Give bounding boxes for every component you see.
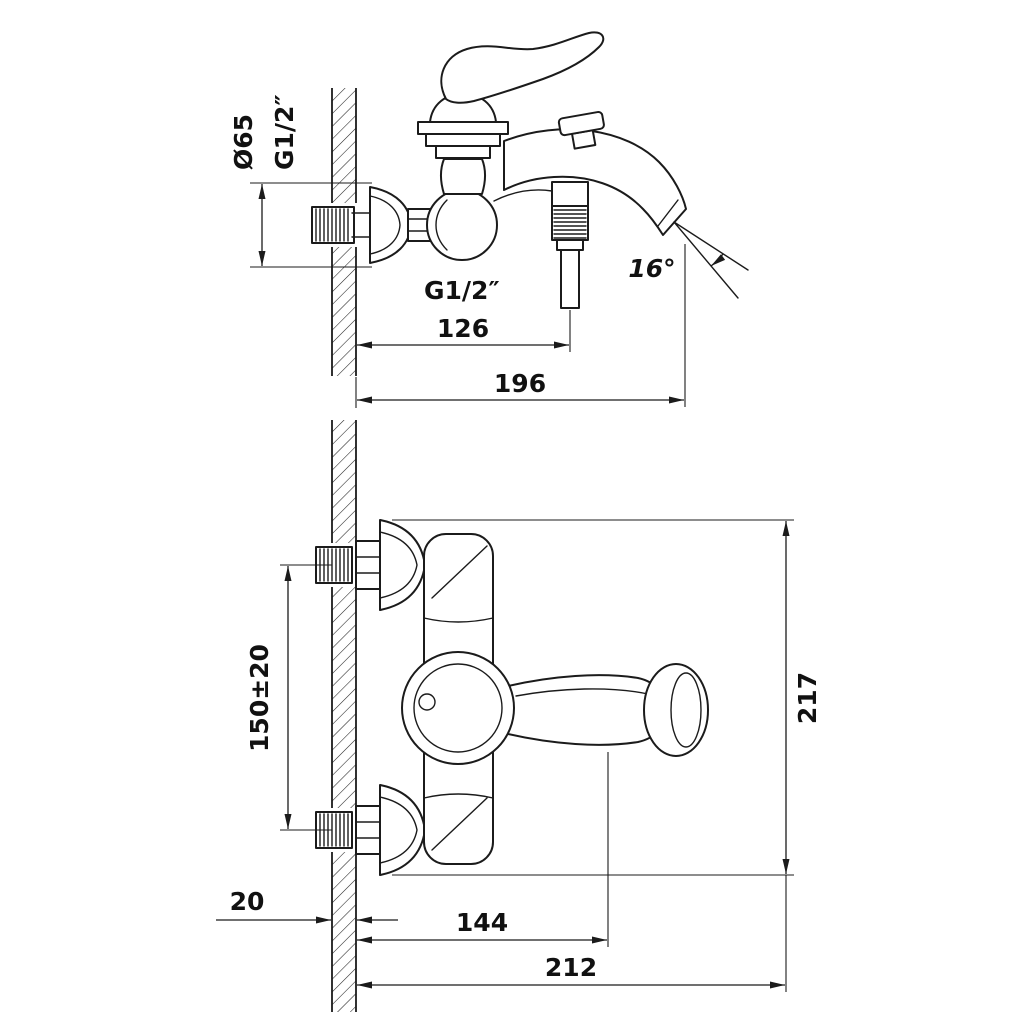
dim-handle-reach: 144	[357, 752, 609, 947]
escutcheon-side	[369, 186, 431, 264]
faucet-body-side	[417, 92, 509, 261]
side-view: Ø65 G1/2″ G1/2″ 126 196 16°	[229, 31, 749, 408]
dim-connection-spacing: 150±20	[245, 564, 332, 831]
upper-connection	[312, 519, 426, 611]
dim-overall-height: 217	[392, 519, 822, 876]
dim-label-hose-offset: 126	[437, 314, 489, 343]
dim-label-hose-thread: G1/2″	[424, 276, 500, 305]
spout	[493, 128, 687, 236]
dim-label-wall-thickness: 20	[230, 887, 265, 916]
dim-overall-reach: 212	[357, 875, 787, 992]
dim-label-flange-diameter: Ø65	[229, 114, 258, 170]
dim-flange: Ø65 G1/2″	[229, 94, 372, 268]
dim-label-wall-thread: G1/2″	[270, 94, 299, 170]
dim-spout-reach: 196	[355, 244, 686, 408]
wall-section-front	[331, 420, 357, 1012]
hose-outlet-pipe	[551, 181, 589, 309]
cartridge-housing	[401, 651, 515, 765]
lever-handle-front	[507, 663, 709, 757]
screw-detail	[418, 693, 436, 711]
dim-label-spout-angle: 16°	[628, 254, 675, 283]
dim-label-overall-height: 217	[793, 672, 822, 724]
diverter-knob	[557, 110, 605, 150]
aerator-line	[657, 199, 679, 227]
dim-label-spout-reach: 196	[494, 369, 546, 398]
front-view: 150±20 217 20 144 212	[216, 420, 822, 1012]
dim-label-connection-spacing: 150±20	[245, 644, 274, 752]
dim-label-overall-reach: 212	[545, 953, 597, 982]
dim-hose-offset: 126	[357, 310, 571, 352]
lever-handle-side	[440, 31, 605, 104]
handle-end-cap	[643, 663, 709, 757]
wall-connector-side	[308, 203, 371, 247]
dim-spout-angle: 16°	[628, 221, 749, 299]
dim-wall-thickness: 20	[216, 887, 398, 924]
dim-label-handle-reach: 144	[456, 908, 508, 937]
